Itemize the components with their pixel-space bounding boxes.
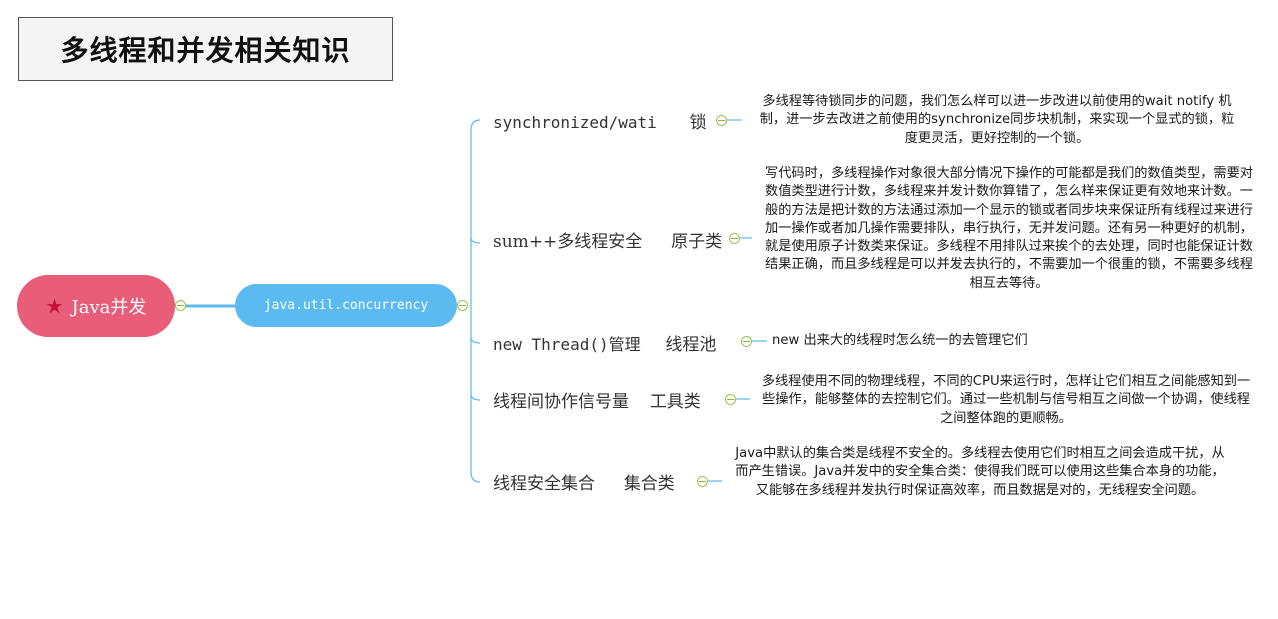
branch-category: 工具类 bbox=[649, 392, 701, 412]
branch-topic: synchronized/wati bbox=[493, 113, 657, 132]
branch-node-threadpool[interactable]: new Thread()管理 线程池 bbox=[493, 330, 716, 355]
note-threadpool[interactable]: new 出来大的线程时怎么统一的去管理它们 bbox=[772, 333, 1028, 348]
branch-topic: sum++多线程安全 bbox=[493, 232, 643, 252]
page-title: 多线程和并发相关知识 bbox=[60, 34, 351, 67]
branch-category: 线程池 bbox=[665, 335, 717, 355]
branch-category: 锁 bbox=[689, 113, 707, 133]
branch-node-collections[interactable]: 线程安全集合 集合类 bbox=[493, 469, 675, 494]
note-atomic[interactable]: 写代码时，多线程操作对象很大部分情况下操作的可能都是我们的数值类型，需要对数值类… bbox=[765, 166, 1253, 291]
collapse-toggle-hub[interactable] bbox=[457, 300, 468, 311]
branch-node-lock[interactable]: synchronized/wati 锁 bbox=[493, 108, 707, 133]
branch-tick bbox=[470, 336, 481, 344]
star-icon: ★ bbox=[45, 294, 64, 318]
branch-category: 原子类 bbox=[671, 232, 723, 252]
branch-tick bbox=[470, 393, 481, 401]
branch-topic: 线程安全集合 bbox=[493, 474, 595, 494]
hub-node[interactable]: java.util.concurrency bbox=[235, 284, 457, 327]
branch-spine bbox=[470, 119, 481, 483]
note-tools[interactable]: 多线程使用不同的物理线程，不同的CPU来运行时，怎样让它们相互之间能感知到一些操… bbox=[761, 374, 1251, 426]
collapse-toggle-threadpool[interactable] bbox=[741, 336, 752, 347]
branch-topic: 线程间协作信号量 bbox=[493, 392, 629, 412]
collapse-toggle-lock[interactable] bbox=[716, 115, 727, 126]
branch-node-tools[interactable]: 线程间协作信号量 工具类 bbox=[493, 387, 701, 412]
collapse-toggle-root[interactable] bbox=[175, 300, 186, 311]
collapse-toggle-atomic[interactable] bbox=[729, 233, 740, 244]
root-node[interactable]: ★ Java并发 bbox=[17, 275, 175, 337]
root-label: Java并发 bbox=[71, 297, 147, 318]
note-collections[interactable]: Java中默认的集合类是线程不安全的。多线程去使用它们时相互之间会造成干扰，从而… bbox=[735, 446, 1225, 498]
branch-node-atomic[interactable]: sum++多线程安全 原子类 bbox=[493, 227, 722, 252]
branch-category: 集合类 bbox=[623, 474, 675, 494]
branch-tick bbox=[470, 237, 481, 244]
collapse-toggle-collections[interactable] bbox=[697, 476, 708, 487]
hub-label: java.util.concurrency bbox=[263, 298, 429, 313]
note-lock[interactable]: 多线程等待锁同步的问题，我们怎么样可以进一步改进以前使用的wait notify… bbox=[759, 94, 1235, 146]
title-box[interactable]: 多线程和并发相关知识 bbox=[18, 17, 393, 81]
branch-topic: new Thread()管理 bbox=[493, 335, 641, 354]
collapse-toggle-tools[interactable] bbox=[725, 394, 736, 405]
